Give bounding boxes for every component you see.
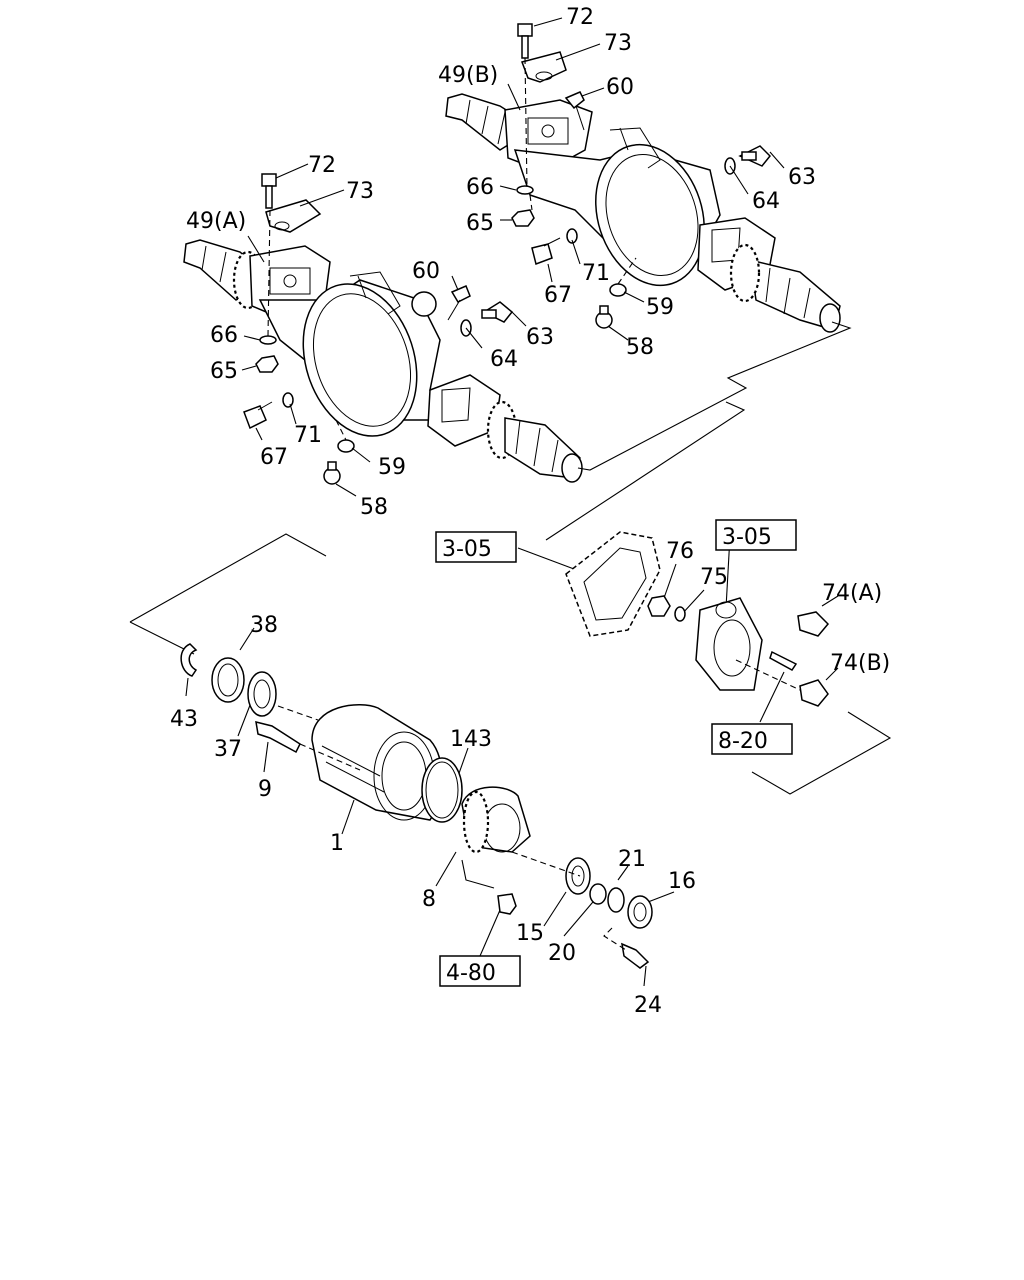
- callout-66-upper: 66: [466, 175, 494, 200]
- callout-64-upper: 64: [752, 189, 780, 214]
- callout-63-lower: 63: [526, 325, 554, 350]
- callout-21: 21: [618, 847, 646, 872]
- callout-15: 15: [516, 921, 544, 946]
- callout-71-lower: 71: [294, 423, 322, 448]
- callout-49a: 49(A): [186, 209, 246, 234]
- callout-67-lower: 67: [260, 445, 288, 470]
- callout-8: 8: [422, 887, 436, 912]
- callout-16: 16: [668, 869, 696, 894]
- callout-63-upper: 63: [788, 165, 816, 190]
- callout-64-lower: 64: [490, 347, 518, 372]
- callout-59-lower: 59: [378, 455, 406, 480]
- callout-73-lower: 73: [346, 179, 374, 204]
- reference-box-8-20[interactable]: 8-20: [711, 723, 793, 755]
- callout-73-upper: 73: [604, 31, 632, 56]
- callout-72-upper: 72: [566, 5, 594, 30]
- callout-65-upper: 65: [466, 211, 494, 236]
- callout-20: 20: [548, 941, 576, 966]
- callout-58-lower: 58: [360, 495, 388, 520]
- callout-66-lower: 66: [210, 323, 238, 348]
- callout-24: 24: [634, 993, 662, 1018]
- callout-143: 143: [450, 727, 492, 752]
- reference-label: 3-05: [442, 537, 492, 562]
- hub-assembly: [180, 643, 653, 969]
- axle-housing-a: [183, 239, 583, 483]
- callout-60-lower: 60: [412, 259, 440, 284]
- upper-fasteners: [511, 23, 772, 329]
- reference-label: 8-20: [718, 729, 768, 754]
- callout-labels-hub: 38 43 37 9 1 143 8 15 20 21 16 24: [170, 613, 696, 1018]
- callout-labels-lower: 72 73 49(A) 60 63 64 66 65 67 71 59 58: [186, 153, 554, 520]
- callout-67-upper: 67: [544, 283, 572, 308]
- lower-fasteners: [243, 173, 514, 485]
- callout-37: 37: [214, 737, 242, 762]
- leader-lines: [129, 17, 892, 987]
- callout-75: 75: [700, 565, 728, 590]
- callout-71-upper: 71: [582, 261, 610, 286]
- callout-43: 43: [170, 707, 198, 732]
- callout-72-lower: 72: [308, 153, 336, 178]
- reference-box-3-05-right[interactable]: 3-05: [715, 519, 797, 551]
- callout-60-upper: 60: [606, 75, 634, 100]
- axle-housing-b: [445, 93, 841, 333]
- callout-74a: 74(A): [822, 581, 882, 606]
- callout-58-upper: 58: [626, 335, 654, 360]
- reference-label: 4-80: [446, 961, 496, 986]
- brake-assembly: [565, 531, 830, 707]
- callout-59-upper: 59: [646, 295, 674, 320]
- reference-box-3-05-left[interactable]: 3-05: [435, 531, 517, 563]
- callout-1: 1: [330, 831, 344, 856]
- reference-label: 3-05: [722, 525, 772, 550]
- callout-9: 9: [258, 777, 272, 802]
- callout-49b: 49(B): [438, 63, 498, 88]
- callout-labels-upper: 72 73 49(B) 60 63 64 66 65 67 71 59 58: [438, 5, 816, 360]
- reference-box-4-80[interactable]: 4-80: [439, 955, 521, 987]
- callout-labels-brake: 76 75 74(A) 74(B): [666, 539, 890, 676]
- callout-76: 76: [666, 539, 694, 564]
- callout-38: 38: [250, 613, 278, 638]
- callout-74b: 74(B): [830, 651, 890, 676]
- callout-65-lower: 65: [210, 359, 238, 384]
